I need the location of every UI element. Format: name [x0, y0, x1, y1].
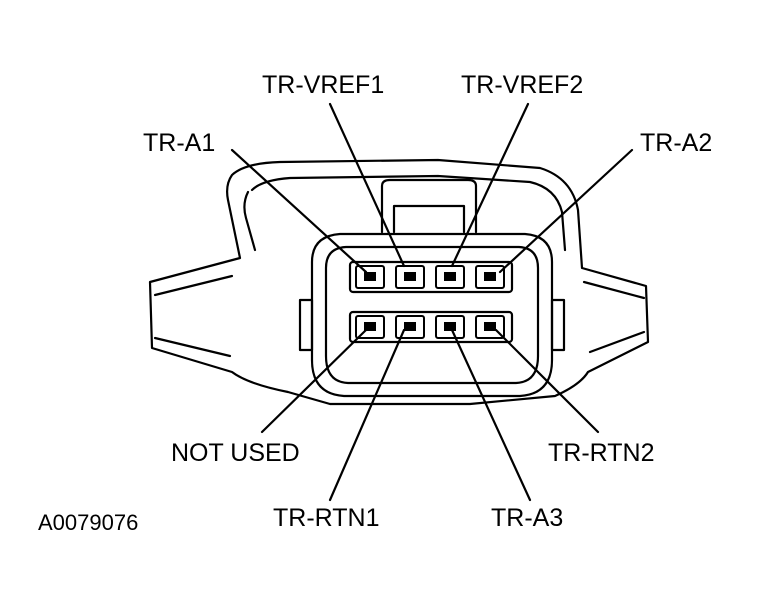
- latch-tab-inner: [392, 204, 466, 234]
- figure-id: A0079076: [38, 510, 139, 535]
- label-tr-a2: TR-A2: [640, 129, 713, 157]
- pin-terminal-tr-a1: [364, 272, 376, 281]
- left-ear-detail: [153, 274, 234, 358]
- pin-terminal-tr-vref1: [404, 272, 416, 281]
- leader-tr-rtn1: [328, 328, 406, 502]
- leader-tr-vref1: [328, 102, 406, 268]
- pin-cavity-tr-rtn2: [475, 315, 505, 339]
- leader-tr-rtn2: [494, 328, 600, 434]
- pin-terminal-tr-rtn1: [404, 322, 416, 331]
- sensor-body-inner-rim: [243, 174, 567, 252]
- pin-cavity-tr-vref1: [395, 265, 425, 289]
- right-ear-detail: [582, 280, 646, 354]
- label-tr-rtn2: TR-RTN2: [548, 439, 655, 467]
- leader-not-used: [260, 328, 368, 434]
- pin-terminal-tr-a3: [444, 322, 456, 331]
- label-tr-a3: TR-A3: [491, 504, 564, 532]
- sensor-body-outline: [148, 158, 650, 406]
- label-tr-vref2: TR-VREF2: [461, 71, 584, 99]
- pin-cavity-not-used: [355, 315, 385, 339]
- leader-tr-a3: [450, 328, 532, 502]
- label-tr-a1: TR-A1: [143, 129, 216, 157]
- pin-cavity-tr-a1: [355, 265, 385, 289]
- pin-row-bottom: [348, 310, 514, 344]
- right-key: [550, 298, 566, 352]
- pin-terminal-tr-rtn2: [484, 322, 496, 331]
- pin-terminal-tr-vref2: [444, 272, 456, 281]
- leader-tr-a2: [498, 148, 634, 274]
- pin-terminal-not-used: [364, 322, 376, 331]
- leader-tr-a1: [230, 148, 368, 274]
- pin-cavity-tr-a3: [435, 315, 465, 339]
- pin-terminal-tr-a2: [484, 272, 496, 281]
- label-tr-vref1: TR-VREF1: [262, 71, 385, 99]
- pin-row-top: [348, 260, 514, 294]
- left-key: [298, 298, 314, 352]
- label-tr-rtn1: TR-RTN1: [273, 504, 380, 532]
- label-not-used: NOT USED: [171, 439, 300, 467]
- leader-tr-vref2: [450, 102, 530, 268]
- connector-shroud-outer: [310, 232, 554, 398]
- pin-cavity-tr-vref2: [435, 265, 465, 289]
- latch-tab: [380, 178, 478, 234]
- pin-cavity-tr-rtn1: [395, 315, 425, 339]
- pin-cavity-tr-a2: [475, 265, 505, 289]
